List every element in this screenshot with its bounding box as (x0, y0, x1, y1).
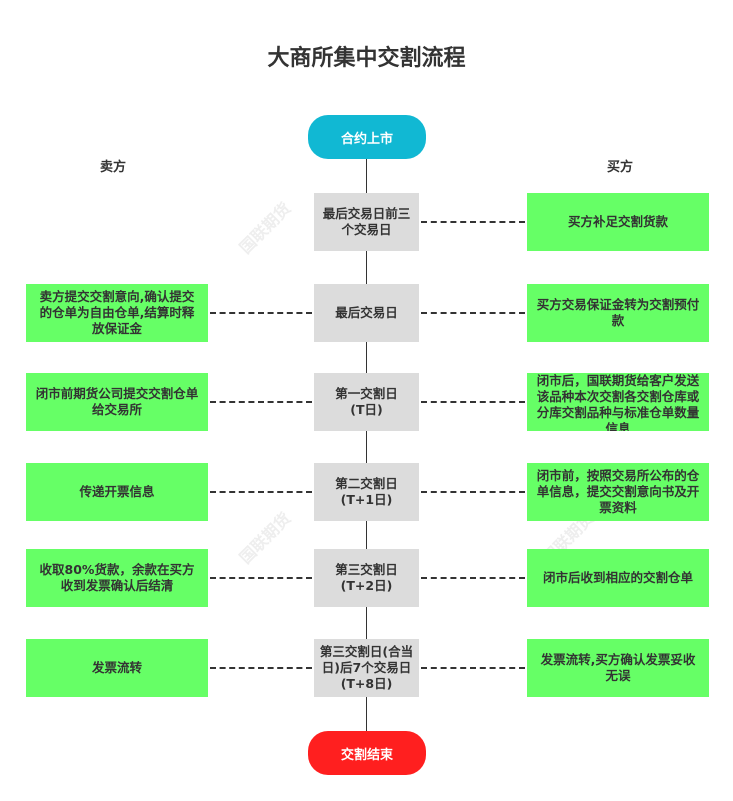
watermark: 国联期货 (235, 508, 295, 568)
buyer-step-box: 闭市后，国联期货给客户发送该品种本次交割各交割仓库或分库交割品种与标准仓单数量信… (527, 373, 709, 431)
step-box: 第二交割日 (T+1日) (314, 463, 419, 521)
seller-step-box: 传递开票信息 (26, 463, 208, 521)
seller-step-box: 发票流转 (26, 639, 208, 697)
dashed-connector (210, 312, 312, 314)
dashed-connector (421, 312, 525, 314)
step-box: 第三交割日(合当日)后7个交易日(T+8日) (314, 639, 419, 697)
dashed-connector (210, 401, 312, 403)
buyer-step-box: 发票流转,买方确认发票妥收无误 (527, 639, 709, 697)
dashed-connector (210, 491, 312, 493)
buyer-label: 买方 (607, 160, 634, 175)
dashed-connector (421, 667, 525, 669)
step-box: 第一交割日 (T日) (314, 373, 419, 431)
step-box: 最后交易日前三个交易日 (314, 193, 419, 251)
step-box: 第三交割日 (T+2日) (314, 549, 419, 607)
dashed-connector (421, 577, 525, 579)
flow-connector (366, 607, 367, 639)
dashed-connector (421, 401, 525, 403)
flow-connector (366, 431, 367, 463)
watermark: 国联期货 (235, 198, 295, 258)
buyer-step-box: 闭市后收到相应的交割仓单 (527, 549, 709, 607)
buyer-step-box: 买方补足交割货款 (527, 193, 709, 251)
seller-label: 卖方 (100, 160, 127, 175)
buyer-step-box: 买方交易保证金转为交割预付款 (527, 284, 709, 342)
flow-connector (366, 159, 367, 193)
step-box: 最后交易日 (314, 284, 419, 342)
seller-step-box: 收取80%货款，余款在买方收到发票确认后结清 (26, 549, 208, 607)
flow-connector (366, 697, 367, 731)
seller-step-box: 卖方提交交割意向,确认提交的仓单为自由仓单,结算时释放保证金 (26, 284, 208, 342)
flow-connector (366, 251, 367, 284)
dashed-connector (421, 221, 525, 223)
start-node: 合约上市 (308, 115, 426, 159)
flow-connector (366, 521, 367, 549)
flow-connector (366, 342, 367, 373)
dashed-connector (210, 577, 312, 579)
end-node: 交割结束 (308, 731, 426, 775)
dashed-connector (210, 667, 312, 669)
dashed-connector (421, 491, 525, 493)
seller-step-box: 闭市前期货公司提交交割仓单给交易所 (26, 373, 208, 431)
buyer-step-box: 闭市前，按照交易所公布的仓单信息，提交交割意向书及开票资料 (527, 463, 709, 521)
page-title: 大商所集中交割流程 (267, 46, 466, 71)
